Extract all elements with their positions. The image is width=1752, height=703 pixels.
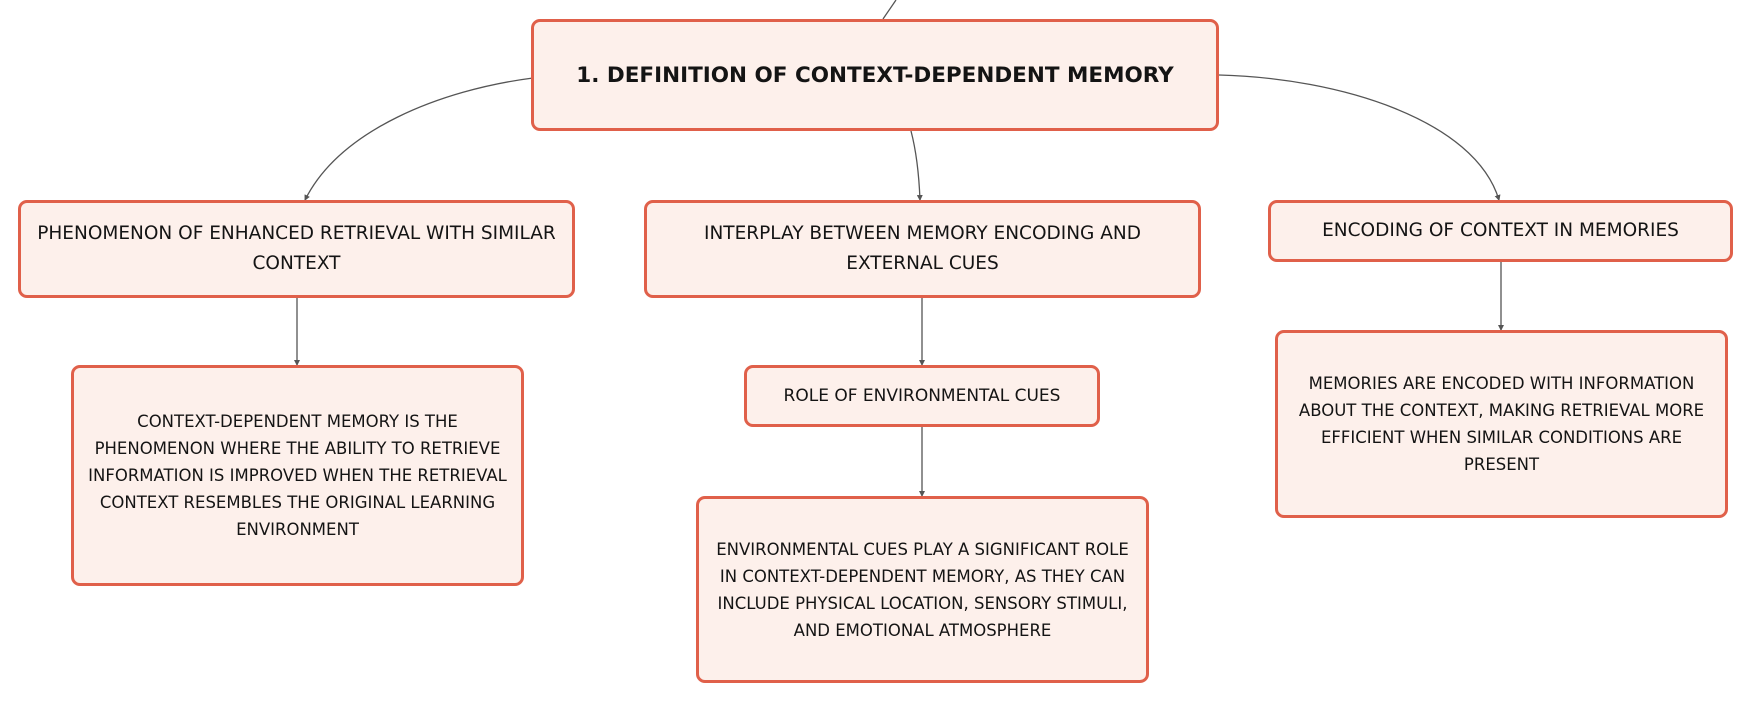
leaf-node-text: MEMORIES ARE ENCODED WITH INFORMATION AB… [1298, 374, 1705, 474]
root-node-label: 1. DEFINITION OF CONTEXT-DEPENDENT MEMOR… [576, 62, 1174, 88]
branch-node-encoding[interactable]: ENCODING OF CONTEXT IN MEMORIES [1268, 200, 1733, 262]
sub-node-role-of-cues[interactable]: ROLE OF ENVIRONMENTAL CUES [744, 365, 1100, 427]
leaf-node-text: CONTEXT-DEPENDENT MEMORY IS THE PHENOMEN… [88, 412, 507, 539]
leaf-node-memories-encoded[interactable]: MEMORIES ARE ENCODED WITH INFORMATION AB… [1275, 330, 1728, 518]
branch-node-label: ENCODING OF CONTEXT IN MEMORIES [1322, 220, 1679, 241]
leaf-node-text: ENVIRONMENTAL CUES PLAY A SIGNIFICANT RO… [716, 539, 1129, 640]
connector-root-to-interplay [910, 130, 923, 201]
leaf-node-definition[interactable]: CONTEXT-DEPENDENT MEMORY IS THE PHENOMEN… [71, 365, 524, 586]
root-node[interactable]: 1. DEFINITION OF CONTEXT-DEPENDENT MEMOR… [531, 19, 1219, 131]
leaf-node-environmental-cues[interactable]: ENVIRONMENTAL CUES PLAY A SIGNIFICANT RO… [696, 496, 1149, 683]
branch-node-interplay[interactable]: INTERPLAY BETWEEN MEMORY ENCODING AND EX… [644, 200, 1201, 298]
branch-node-label: PHENOMENON OF ENHANCED RETRIEVAL WITH SI… [37, 223, 556, 274]
connector-root-to-encoding [1218, 74, 1501, 201]
sub-node-label: ROLE OF ENVIRONMENTAL CUES [783, 385, 1061, 406]
branch-node-phenomenon[interactable]: PHENOMENON OF ENHANCED RETRIEVAL WITH SI… [18, 200, 575, 298]
connector-root-to-phenomenon [304, 77, 534, 201]
connector-to-root [882, 0, 897, 20]
branch-node-label: INTERPLAY BETWEEN MEMORY ENCODING AND EX… [703, 223, 1142, 274]
